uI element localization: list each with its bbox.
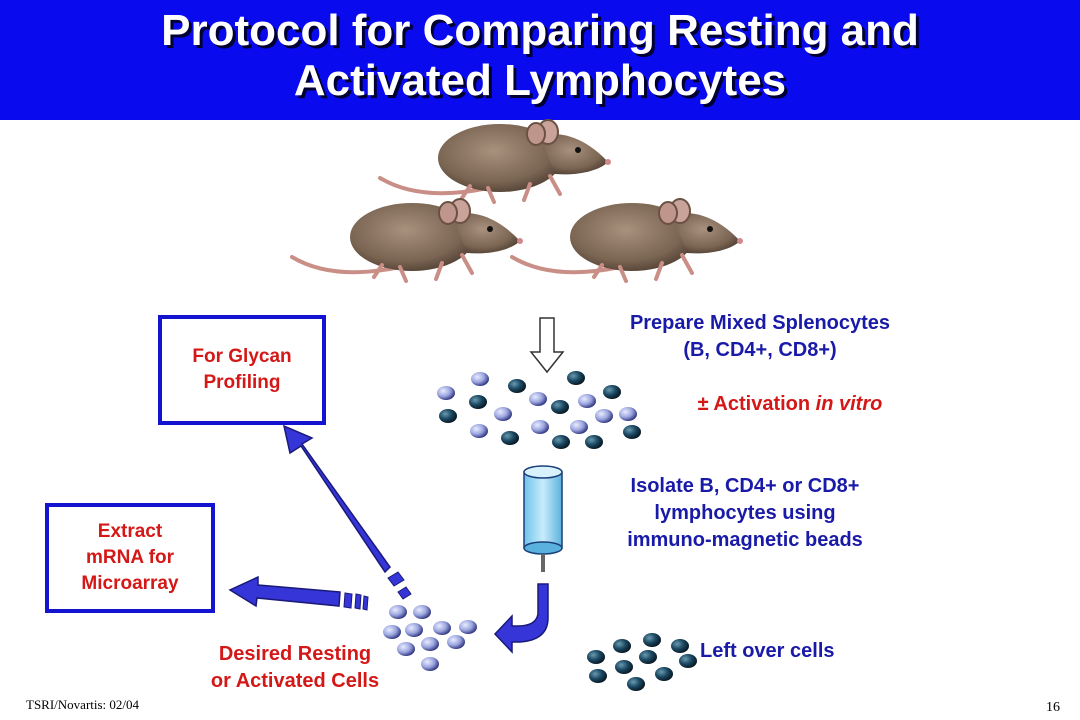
activation-italic: in vitro bbox=[815, 393, 883, 415]
mixed-splenocyte-cells bbox=[437, 371, 641, 449]
title-bar bbox=[0, 0, 1080, 120]
activation-prefix: ± Activation bbox=[697, 393, 816, 415]
slide-title: Protocol for Comparing Resting and Activ… bbox=[0, 6, 1080, 106]
glycan-line-2: Profiling bbox=[203, 372, 281, 393]
rat-image-right bbox=[510, 197, 745, 283]
desired-line-1: Desired Resting bbox=[218, 643, 372, 665]
glycan-line-1: For Glycan bbox=[192, 346, 292, 367]
magnetic-column-icon bbox=[523, 465, 563, 572]
page-number: 16 bbox=[1046, 700, 1060, 715]
title-line-2: Activated Lymphocytes bbox=[293, 56, 787, 105]
activation-label: ± Activation in vitro bbox=[660, 391, 920, 418]
isolate-line-3: immuno-magnetic beads bbox=[627, 529, 863, 551]
mrna-microarray-box: Extract mRNA for Microarray bbox=[45, 503, 215, 613]
isolate-line-2: lymphocytes using bbox=[654, 502, 836, 524]
prepare-line-1: Prepare Mixed Splenocytes bbox=[629, 312, 891, 334]
desired-cells-label: Desired Resting or Activated Cells bbox=[190, 641, 400, 695]
arrow-to-microarray-icon bbox=[228, 575, 369, 611]
rat-image-top bbox=[378, 118, 613, 204]
isolate-label: Isolate B, CD4+ or CD8+ lymphocytes usin… bbox=[590, 473, 900, 554]
glycan-profiling-box: For Glycan Profiling bbox=[158, 315, 326, 425]
down-arrow-icon bbox=[529, 317, 565, 374]
isolate-line-1: Isolate B, CD4+ or CD8+ bbox=[630, 475, 860, 497]
rat-image-left bbox=[290, 197, 525, 283]
footer-source: TSRI/Novartis: 02/04 bbox=[26, 697, 140, 712]
desired-cells bbox=[383, 605, 477, 671]
curved-arrow-icon bbox=[493, 583, 549, 654]
leftover-cells-label: Left over cells bbox=[700, 640, 835, 662]
prepare-line-2: (B, CD4+, CD8+) bbox=[683, 339, 837, 361]
mrna-line-2: mRNA for bbox=[86, 547, 174, 568]
mrna-line-3: Microarray bbox=[81, 573, 179, 594]
mrna-line-1: Extract bbox=[97, 521, 163, 542]
leftover-cells bbox=[587, 633, 697, 691]
prepare-splenocytes-label: Prepare Mixed Splenocytes (B, CD4+, CD8+… bbox=[580, 310, 940, 364]
desired-line-2: or Activated Cells bbox=[210, 670, 380, 692]
arrow-to-glycan-icon bbox=[282, 424, 412, 600]
title-line-1: Protocol for Comparing Resting and bbox=[161, 6, 919, 55]
